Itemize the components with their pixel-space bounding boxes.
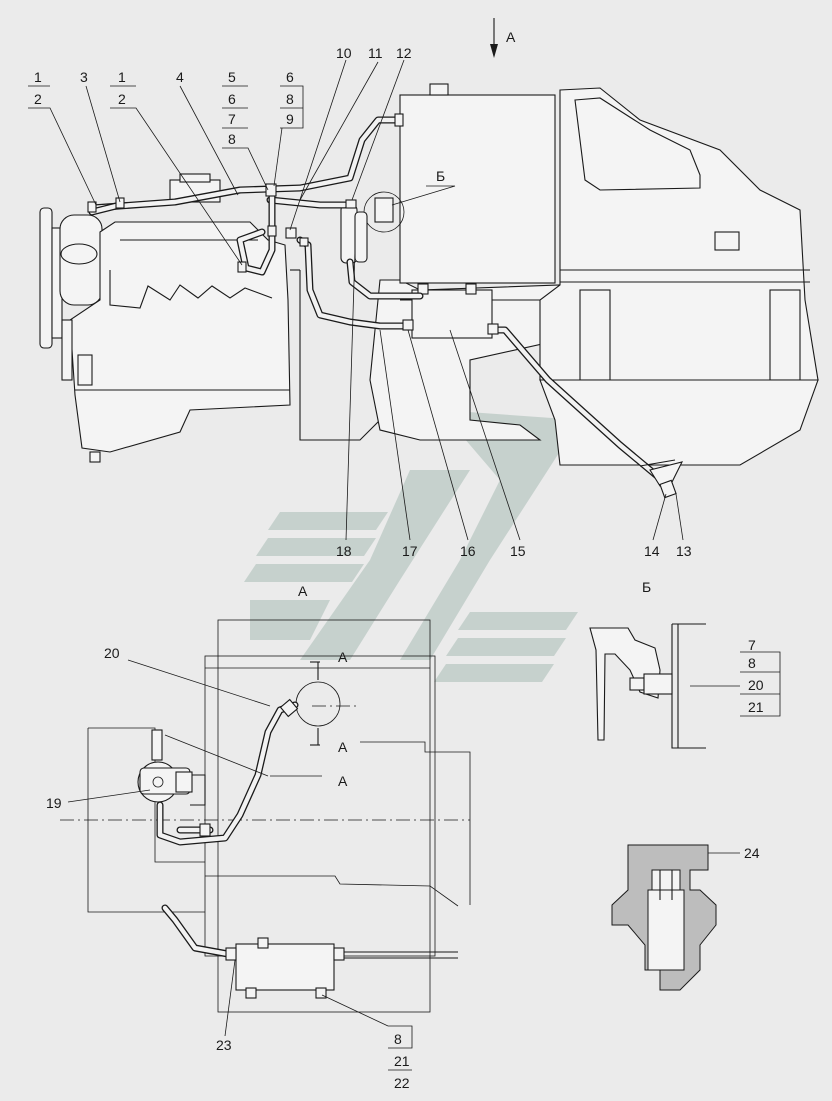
callout-1a: 1: [34, 69, 42, 85]
drain-valve: [639, 459, 684, 499]
fitting-section: [611, 844, 740, 991]
view-b-marker: Б: [436, 168, 445, 184]
view-a-arrow: [490, 18, 498, 58]
callout-17: 17: [402, 543, 418, 559]
callout-20: 20: [104, 645, 120, 661]
callout-8b: 8: [286, 91, 294, 107]
callout-20-view-b: 20: [748, 677, 764, 693]
fine-filter: [340, 204, 368, 264]
callout-2b: 2: [118, 91, 126, 107]
callout-16: 16: [460, 543, 476, 559]
fuel-lines-top: [88, 116, 666, 484]
callout-5: 5: [228, 69, 236, 85]
callout-7-view-b: 7: [748, 637, 756, 653]
callout-6a: 6: [228, 91, 236, 107]
fuel-tank: [363, 83, 556, 284]
callout-7a: 7: [228, 111, 236, 127]
callout-21-view-a: 21: [394, 1053, 410, 1069]
callout-11: 11: [368, 45, 383, 61]
callout-24: 24: [744, 845, 760, 861]
callout-1b: 1: [118, 69, 126, 85]
callout-10: 10: [336, 45, 352, 61]
cab-structure: [539, 87, 819, 466]
callout-8-view-a: 8: [394, 1031, 402, 1047]
callout-22-view-a: 22: [394, 1075, 410, 1091]
callout-2a: 2: [34, 91, 42, 107]
callout-8-view-b: 8: [748, 655, 756, 671]
callout-13: 13: [676, 543, 692, 559]
callout-15: 15: [510, 543, 526, 559]
callout-9: 9: [286, 111, 294, 127]
callout-8a: 8: [228, 131, 236, 147]
callout-14: 14: [644, 543, 660, 559]
leader-lines-top: [28, 59, 684, 541]
leader-lines-view-a: [67, 659, 413, 1071]
view-b-drawing: [589, 623, 740, 749]
callout-19: 19: [46, 795, 62, 811]
section-a-label-2: А: [338, 739, 348, 755]
section-a-label-3: А: [338, 773, 348, 789]
callout-3: 3: [80, 69, 88, 85]
watermark-logo: [244, 410, 580, 682]
callout-4: 4: [176, 69, 184, 85]
coarse-filter-box: [411, 283, 493, 339]
view-a-title: А: [298, 583, 308, 599]
callout-12: 12: [396, 45, 412, 61]
callout-6b: 6: [286, 69, 294, 85]
view-a-arrow-label: А: [506, 29, 516, 45]
callout-18: 18: [336, 543, 352, 559]
fittings-top: [87, 113, 499, 335]
view-a-drawing: [60, 619, 471, 1013]
callout-23: 23: [216, 1037, 232, 1053]
section-a-label-1: А: [338, 649, 348, 665]
view-b-title: Б: [642, 579, 651, 595]
callout-21-view-b: 21: [748, 699, 764, 715]
labels: А А Б Б А А А 1 2 3 1 2 4 5 6 7 8 6 8 9 …: [34, 29, 764, 1091]
view-b-callout-stack: [740, 651, 781, 717]
